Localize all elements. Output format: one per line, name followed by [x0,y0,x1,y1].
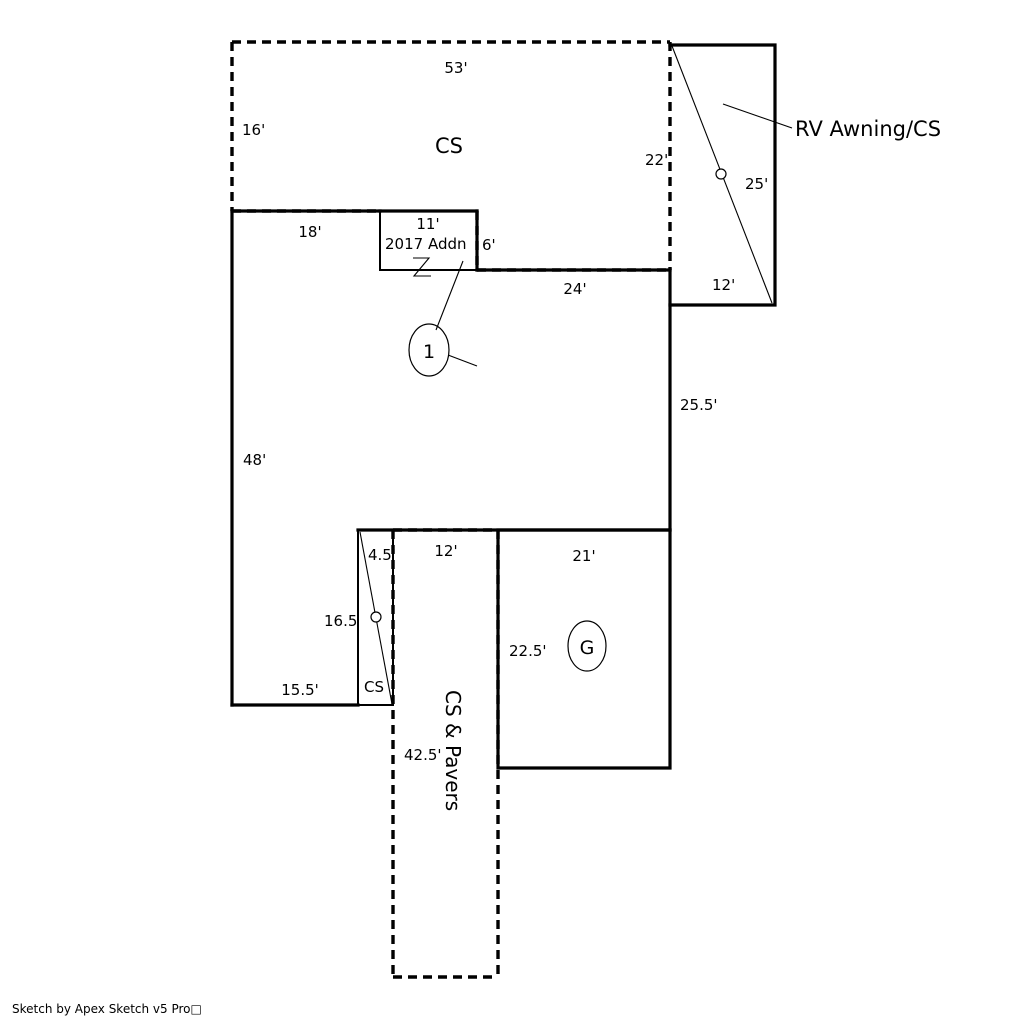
dimension-cs-top: 53' [444,59,467,77]
dimension-addition-right: 6' [482,236,496,254]
marker-1-ellipse [408,323,450,377]
dimension-pavers-top: 12' [434,542,457,560]
marker-1-leader-right [447,354,478,367]
cs-small-midpoint-node [370,611,382,623]
area-label-2017-addition: 2017 Addn [385,235,467,253]
dimension-rv-bottom: 12' [712,276,735,294]
garage-outline [496,528,672,770]
addition-inner-walls [379,210,478,271]
addition-zigzag-symbol [412,257,431,277]
callout-rv-awning: RV Awning/CS [795,117,941,141]
dimension-garage-top: 21' [572,547,595,565]
marker-1-leader-up [435,260,464,331]
dimension-main-lower-top: 24' [563,280,586,298]
dimension-rv-right: 25' [745,175,768,193]
dimension-pavers-left: 42.5' [404,746,442,764]
dimension-garage-left: 22.5' [509,642,547,660]
dimension-addition-top: 11' [416,215,439,233]
rv-awning-leader-line [722,103,793,129]
cs-small-outline [357,529,394,706]
marker-g-ellipse [567,620,607,672]
marker-1-label: 1 [423,341,435,363]
area-label-cs-small: CS [364,678,384,696]
dimension-main-right: 25.5' [680,396,718,414]
rv-awning-outline [668,43,777,307]
dimension-small-cs-top: 4.5' [368,546,396,564]
marker-g-label: G [580,637,595,659]
footer-credit: Sketch by Apex Sketch v5 Pro□ [12,1002,202,1016]
dimension-main-bottom-left: 15.5' [281,681,319,699]
dimension-cs-right: 22' [645,151,668,169]
rv-awning-midpoint-node [715,168,727,180]
dimension-main-upper-left: 18' [298,223,321,241]
dimension-small-cs-left: 16.5 [324,612,357,630]
dimension-main-left: 48' [243,451,266,469]
area-label-cs-upper: CS [435,134,463,158]
dimension-cs-left: 16' [242,121,265,139]
area-label-cs-pavers: CS & Pavers [441,690,465,811]
